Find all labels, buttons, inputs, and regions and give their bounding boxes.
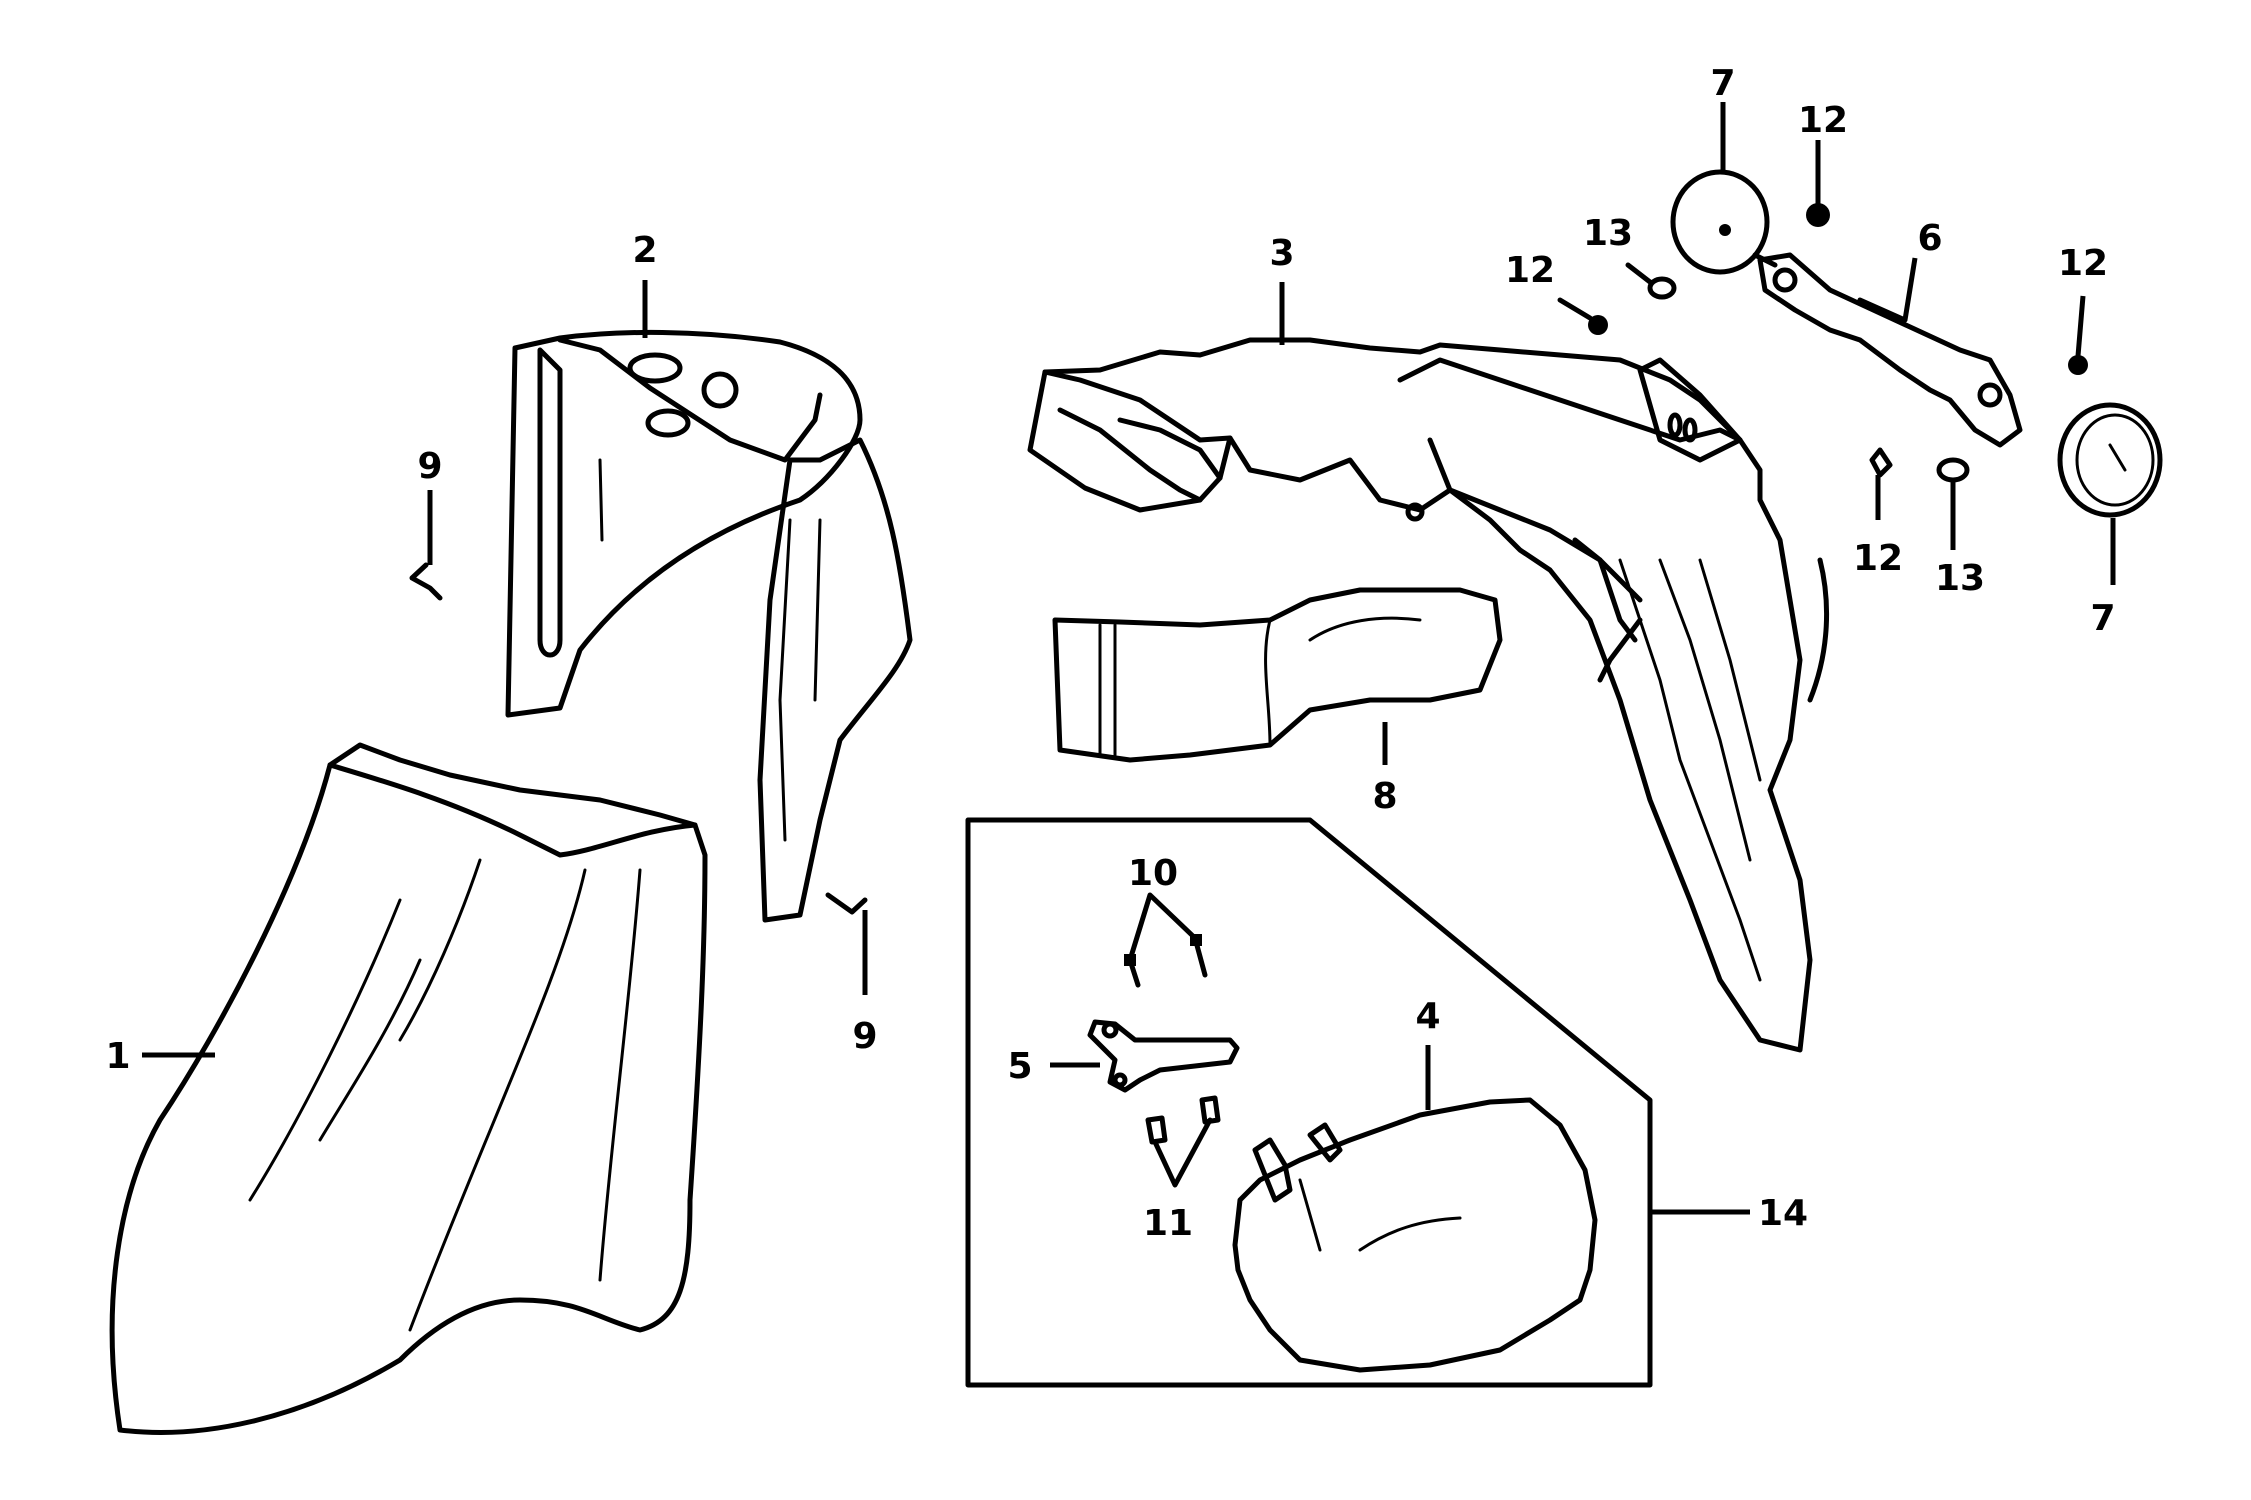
fasteners (409, 203, 2088, 915)
part-13-washer-b (1936, 457, 1970, 483)
part-8-duct (1052, 587, 1503, 763)
label-4: 4 (1415, 996, 1440, 1037)
label-2: 2 (632, 230, 657, 271)
label-13-bottom: 13 (1935, 558, 1985, 599)
part-12-screw-b (1557, 297, 1593, 321)
label-7-upper: 7 (1710, 63, 1735, 104)
part-5-plate (1087, 1019, 1240, 1093)
part-12-nut-c (2068, 355, 2088, 375)
part-3-rear-body (1027, 337, 1830, 1053)
label-12-bottom: 12 (1853, 538, 1903, 579)
part-12-nut-a (1806, 203, 1830, 227)
label-12-top: 12 (1798, 100, 1848, 141)
label-1: 1 (105, 1036, 130, 1077)
label-3: 3 (1269, 233, 1294, 274)
label-5: 5 (1007, 1046, 1032, 1087)
part-13-screw-a (1625, 262, 1653, 285)
label-9-left: 9 (417, 446, 442, 487)
part-2-inner-cover (505, 329, 913, 923)
label-10: 10 (1128, 853, 1178, 894)
part-12-nut-d (1869, 447, 1893, 478)
part-7-lower-reflector (2057, 402, 2163, 518)
label-12-left: 12 (1505, 250, 1555, 291)
part-9-clip-left (409, 562, 443, 601)
part-7-upper-reflector (1670, 169, 1778, 275)
callout-labels: 1 2 3 4 5 6 7 7 8 9 9 10 11 12 12 12 12 … (105, 63, 2115, 1244)
inset-box-14 (965, 817, 1653, 1388)
part-4-fender (1232, 1097, 1598, 1373)
label-14: 14 (1758, 1193, 1808, 1234)
label-7-lower: 7 (2090, 598, 2115, 639)
leader-lines (142, 102, 2116, 1215)
part-9-clip-right (825, 892, 868, 915)
part-1-front-cover (109, 742, 708, 1435)
label-6: 6 (1917, 218, 1942, 259)
part-11-clips (1145, 1095, 1221, 1145)
part-6-bracket (1757, 252, 2023, 448)
label-11: 11 (1143, 1203, 1193, 1244)
label-9-right: 9 (852, 1016, 877, 1057)
label-13-top: 13 (1583, 213, 1633, 254)
label-12-right: 12 (2058, 243, 2108, 284)
label-8: 8 (1372, 776, 1397, 817)
